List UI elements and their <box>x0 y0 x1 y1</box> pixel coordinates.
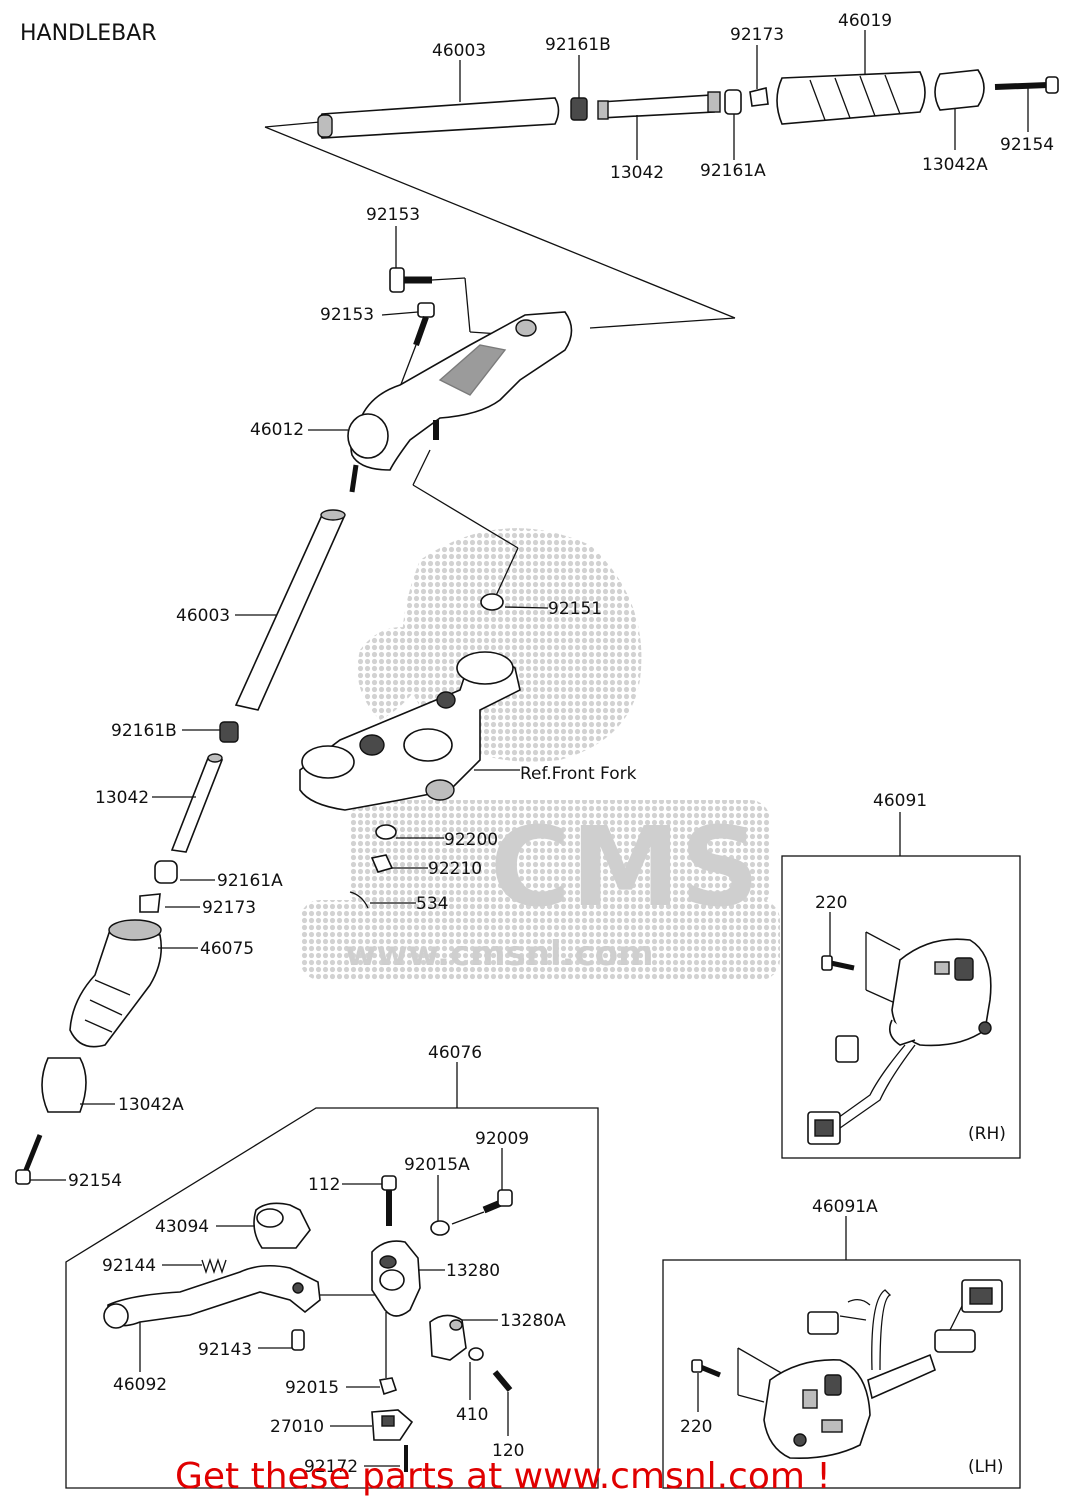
label-rh: (RH) <box>968 1124 1006 1144</box>
bolt-icon <box>389 267 405 293</box>
nut-icon <box>378 1377 398 1396</box>
label-92172: 92172 <box>304 1457 358 1477</box>
clip-icon <box>749 87 769 107</box>
lh-switch-panel: 46091A 220 (LH) <box>662 1197 1021 1489</box>
label-46091: 46091 <box>873 791 927 811</box>
collar-icon <box>724 89 742 115</box>
label-92161A: 92161A <box>217 871 283 891</box>
label-46092: 46092 <box>113 1375 167 1395</box>
washer-icon <box>480 593 504 611</box>
clutch-lever-icon <box>107 1264 321 1327</box>
label-92015: 92015 <box>285 1378 339 1398</box>
label-13042A: 13042A <box>118 1095 184 1115</box>
bolt-icon <box>497 1189 513 1207</box>
label-46012: 46012 <box>250 420 304 440</box>
label-ref-front-fork: Ref.Front Fork <box>520 764 637 784</box>
label-13280A: 13280A <box>500 1311 566 1331</box>
weight-rod-icon <box>170 757 224 853</box>
label-46019-top: 46019 <box>838 11 892 31</box>
screw-icon <box>691 1359 703 1373</box>
label-92009: 92009 <box>475 1129 529 1149</box>
screw-icon <box>821 955 833 971</box>
spring-icon <box>201 1257 227 1275</box>
label-92144: 92144 <box>102 1256 156 1276</box>
label-27010: 27010 <box>270 1417 324 1437</box>
nut-icon <box>570 97 588 121</box>
label-92153-a: 92153 <box>366 205 420 225</box>
label-46091A: 46091A <box>812 1197 878 1217</box>
connector-icon <box>835 1035 859 1063</box>
label-46075: 46075 <box>200 939 254 959</box>
label-92151: 92151 <box>548 599 602 619</box>
label-120: 120 <box>492 1441 524 1461</box>
label-13042A-top: 13042A <box>922 155 988 175</box>
label-92153-b: 92153 <box>320 305 374 325</box>
label-13042: 13042 <box>95 788 149 808</box>
label-220-lh: 220 <box>680 1417 712 1437</box>
handlebar-pipe-icon <box>318 97 560 139</box>
label-lh: (LH) <box>968 1457 1004 1477</box>
label-112: 112 <box>308 1175 340 1195</box>
label-43094: 43094 <box>155 1217 209 1237</box>
label-92173: 92173 <box>202 898 256 918</box>
label-92015A: 92015A <box>404 1155 470 1175</box>
label-92200: 92200 <box>444 830 498 850</box>
weight-rod-icon <box>599 94 715 119</box>
fork-clamp-assembly: 92151 Ref.Front Fork 92200 92210 534 <box>299 593 637 914</box>
label-13042-top: 13042 <box>610 163 664 183</box>
label-92161A-top: 92161A <box>700 161 766 181</box>
bar-end-icon <box>934 69 985 111</box>
label-46076: 46076 <box>428 1043 482 1063</box>
diagram-title: HANDLEBAR <box>20 21 157 46</box>
label-92154: 92154 <box>68 1171 122 1191</box>
right-switch-housing-icon <box>891 938 992 1047</box>
rh-switch-panel: 46091 220 (RH) <box>781 791 1021 1159</box>
handlebar-pipe-icon <box>234 514 346 711</box>
left-switch-housing-icon <box>763 1359 871 1460</box>
throttle-grip-icon <box>776 71 926 125</box>
nut-icon <box>219 721 239 743</box>
bar-end-icon <box>41 1057 87 1113</box>
label-46003: 46003 <box>176 606 230 626</box>
label-92143: 92143 <box>198 1340 252 1360</box>
top-handlebar-assembly: 46003 92161B 92173 46019 13042 92161A 13… <box>264 11 1059 319</box>
watermark-url: www.cmsnl.com <box>345 934 654 974</box>
clip-icon <box>139 893 161 913</box>
left-handlebar-assembly: 46003 92161B 13042 92161A 92173 46075 13… <box>15 509 346 1191</box>
washer-icon <box>375 824 397 840</box>
collar-icon <box>154 860 178 884</box>
watermark-logo: CMS <box>490 803 759 931</box>
label-46003-top: 46003 <box>432 41 486 61</box>
label-534: 534 <box>416 894 448 914</box>
bolt-icon <box>15 1169 31 1185</box>
bushing-icon <box>291 1329 305 1351</box>
washer-icon <box>430 1220 450 1236</box>
label-92173-top: 92173 <box>730 25 784 45</box>
washer-icon <box>468 1347 484 1361</box>
clutch-lever-panel: 46076 92009 92015A 112 43094 92144 13280… <box>65 1043 599 1489</box>
label-13280: 13280 <box>446 1261 500 1281</box>
label-92210: 92210 <box>428 859 482 879</box>
label-92154-top: 92154 <box>1000 135 1054 155</box>
label-92161B: 92161B <box>111 721 177 741</box>
promo-link[interactable]: Get these parts at www.cmsnl.com ! <box>175 1456 831 1497</box>
label-410: 410 <box>456 1405 488 1425</box>
bolt-icon <box>1045 76 1059 94</box>
label-92161B-top: 92161B <box>545 35 611 55</box>
label-220-rh: 220 <box>815 893 847 913</box>
handlebar-holder-assembly: 92153 92153 46012 <box>250 205 736 601</box>
connector-icon <box>807 1311 839 1335</box>
